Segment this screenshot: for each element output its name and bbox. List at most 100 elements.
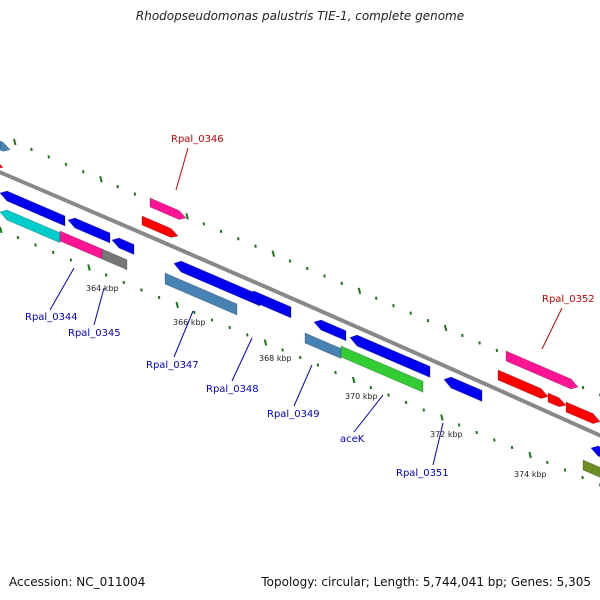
tick-mark <box>422 408 426 412</box>
gene-feature[interactable] <box>497 369 549 399</box>
tick-mark <box>140 288 143 292</box>
gene-feature[interactable] <box>349 334 431 379</box>
tick-mark <box>210 318 214 322</box>
gene-label-rpal-0349[interactable]: Rpal_0349 <box>267 409 320 420</box>
tick-mark <box>334 370 337 375</box>
gene-label-rpal-0348[interactable]: Rpal_0348 <box>206 384 259 395</box>
genome-summary-text: Topology: circular; Length: 5,744,041 bp… <box>261 575 591 589</box>
gene-labels: Rpal_0346 Rpal_0352 Rpal_0344 Rpal_0345 … <box>25 134 595 479</box>
tick-mark <box>392 304 395 308</box>
tick-mark <box>461 333 464 338</box>
gene-feature-rpal-0345[interactable] <box>59 230 103 260</box>
gene-label-rpal-0346[interactable]: Rpal_0346 <box>171 134 224 145</box>
tick-mark <box>175 301 179 309</box>
tick-mark <box>16 235 20 240</box>
tick-mark <box>254 244 257 248</box>
gene-feature[interactable] <box>0 209 61 244</box>
tick-mark <box>374 296 378 300</box>
gene-feature-rpal-0344[interactable] <box>0 190 66 227</box>
tick-mark <box>202 222 206 226</box>
gene-feature[interactable] <box>313 319 347 342</box>
tick-mark <box>495 348 499 353</box>
tick-mark <box>271 250 275 257</box>
scale-label: 372 kbp <box>430 430 463 439</box>
gene-feature-rpal-0349[interactable] <box>304 332 342 360</box>
gene-feature[interactable] <box>164 272 238 316</box>
gene-feature-rpal-0351[interactable] <box>443 376 483 402</box>
tick-marks <box>0 138 600 487</box>
gene-feature[interactable] <box>547 392 567 408</box>
scale-label: 370 kbp <box>345 392 378 401</box>
gene-feature-acek[interactable] <box>340 345 424 393</box>
tick-mark <box>228 325 231 330</box>
tick-mark <box>185 213 189 220</box>
gene-feature[interactable] <box>67 217 111 244</box>
gene-feature[interactable] <box>101 248 128 271</box>
gene-label-rpal-0344[interactable]: Rpal_0344 <box>25 312 78 323</box>
tick-mark <box>219 229 223 233</box>
gene-feature-rpal-0348[interactable] <box>246 290 292 319</box>
tick-mark <box>30 147 33 152</box>
tick-mark <box>426 318 430 323</box>
tick-mark <box>246 333 249 337</box>
scale-label: 366 kbp <box>173 318 206 327</box>
gene-features <box>0 140 600 479</box>
tick-mark <box>193 310 196 315</box>
leader-line <box>173 310 194 358</box>
gene-label-rpal-0345[interactable]: Rpal_0345 <box>68 328 121 339</box>
tick-mark <box>478 341 481 345</box>
tick-mark <box>387 393 390 397</box>
tick-mark <box>351 376 356 384</box>
tick-mark <box>443 324 448 332</box>
tick-mark <box>237 237 240 241</box>
tick-mark <box>157 295 161 300</box>
scale-label: 364 kbp <box>86 284 119 293</box>
genome-backbone <box>0 170 600 438</box>
tick-mark <box>316 363 320 367</box>
tick-mark <box>69 258 73 262</box>
tick-mark <box>87 264 91 271</box>
leader-line <box>49 267 75 311</box>
gene-feature[interactable] <box>582 459 600 479</box>
gene-feature[interactable] <box>590 445 600 458</box>
tick-mark <box>581 385 585 390</box>
tick-mark <box>116 184 119 189</box>
tick-mark <box>323 274 326 278</box>
accession-text: Accession: NC_011004 <box>9 575 146 589</box>
gene-feature-rpal-0347[interactable] <box>173 260 261 307</box>
leader-line <box>432 422 444 466</box>
gene-feature[interactable] <box>111 237 135 256</box>
tick-mark <box>440 414 444 421</box>
gene-label-rpal-0351[interactable]: Rpal_0351 <box>396 468 449 479</box>
tick-mark <box>369 385 373 390</box>
tick-mark <box>288 259 292 263</box>
leader-line <box>541 307 563 350</box>
tick-mark <box>340 281 343 286</box>
tick-mark <box>122 280 126 285</box>
gene-feature[interactable] <box>0 160 4 169</box>
tick-mark <box>306 266 309 271</box>
gene-feature-rpal-0352[interactable] <box>505 350 579 390</box>
tick-mark <box>299 355 302 360</box>
gene-label-rpal-0352[interactable]: Rpal_0352 <box>542 294 595 305</box>
tick-mark <box>457 423 461 427</box>
gene-feature[interactable] <box>565 401 600 425</box>
gene-feature[interactable] <box>0 140 11 152</box>
scale-labels: 364 kbp 366 kbp 368 kbp 370 kbp 372 kbp … <box>86 284 547 479</box>
tick-mark <box>263 339 268 346</box>
tick-mark <box>281 348 284 352</box>
tick-mark <box>0 226 3 234</box>
tick-mark <box>581 475 584 480</box>
gene-label-rpal-0347[interactable]: Rpal_0347 <box>146 360 199 371</box>
gene-label-acek[interactable]: aceK <box>340 434 365 445</box>
gene-feature[interactable] <box>141 215 179 238</box>
leader-line <box>93 287 105 326</box>
tick-mark <box>528 451 532 459</box>
tick-mark <box>510 445 514 450</box>
tick-mark <box>409 311 412 315</box>
gene-feature-rpal-0346[interactable] <box>149 197 187 220</box>
tick-mark <box>357 287 362 295</box>
tick-mark <box>34 243 37 247</box>
